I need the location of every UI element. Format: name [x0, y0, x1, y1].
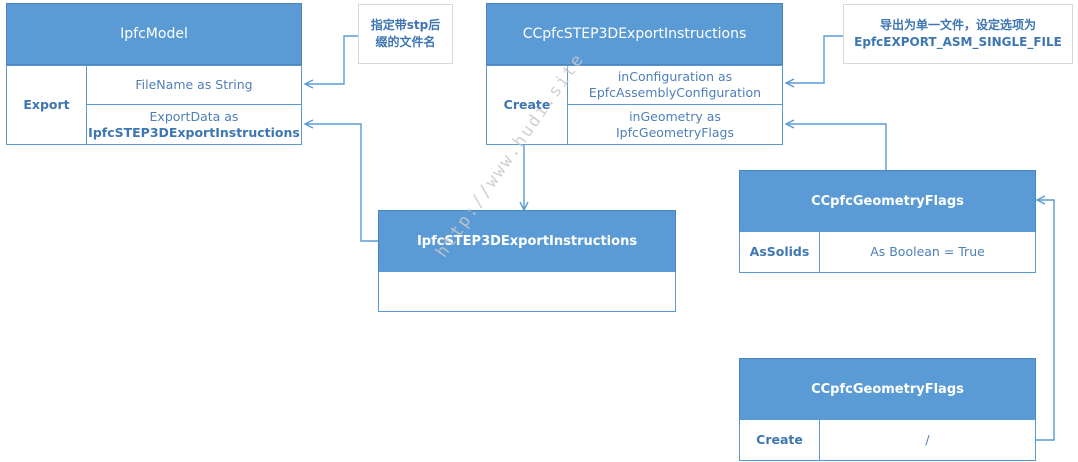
- connector-geomflags-to-ingeometry: [786, 124, 887, 170]
- connector-geomflags2-to-geomflags1: [1035, 200, 1055, 441]
- note-filename-line1: 指定带stp后: [370, 18, 441, 32]
- ipfcmodel-param-filename: FileName as String: [86, 65, 302, 105]
- ipfcmodel-title: IpfcModel: [6, 3, 302, 65]
- exportdata-line2: IpfcSTEP3DExportInstructions: [88, 124, 300, 140]
- geomflags2-value: /: [819, 419, 1036, 461]
- connector-note-right: [786, 35, 843, 83]
- geomflags2-title: CCpfcGeometryFlags: [739, 358, 1036, 420]
- ccpfcstep-param-ingeometry: inGeometry as IpfcGeometryFlags: [567, 104, 783, 145]
- ipfcmodel-method-export: Export: [6, 65, 87, 145]
- ccpfcstep-title: CCpfcSTEP3DExportInstructions: [486, 3, 783, 65]
- connector-note-left: [305, 35, 358, 84]
- inconfiguration-line2: EpfcAssemblyConfiguration: [588, 85, 762, 100]
- geomflags1-label-assolids: AsSolids: [739, 231, 820, 273]
- note-single-file-line1: 导出为单一文件，设定选项为: [879, 18, 1036, 32]
- ingeometry-line2: IpfcGeometryFlags: [616, 124, 734, 140]
- ccpfcstep-param-inconfiguration: inConfiguration as EpfcAssemblyConfigura…: [567, 65, 783, 105]
- ipfcstep-body-empty: [378, 271, 676, 312]
- note-single-file-line2: EpfcEXPORT_ASM_SINGLE_FILE: [854, 35, 1062, 49]
- ipfcstep-title: IpfcSTEP3DExportInstructions: [378, 210, 676, 272]
- inconfiguration-line1: inConfiguration as: [617, 69, 733, 84]
- note-filename: 指定带stp后 缀的文件名: [358, 4, 453, 64]
- ccpfcstep-method-create: Create: [486, 65, 568, 145]
- note-filename-line2: 缀的文件名: [375, 35, 436, 49]
- note-single-file: 导出为单一文件，设定选项为 EpfcEXPORT_ASM_SINGLE_FILE: [843, 4, 1073, 64]
- exportdata-line1: ExportData as: [149, 108, 239, 124]
- ipfcmodel-param-exportdata: ExportData as IpfcSTEP3DExportInstructio…: [86, 104, 302, 145]
- geomflags1-value: As Boolean = True: [819, 231, 1036, 273]
- ingeometry-line1: inGeometry as: [629, 108, 721, 124]
- geomflags1-title: CCpfcGeometryFlags: [739, 170, 1036, 232]
- geomflags2-label-create: Create: [739, 419, 820, 461]
- connector-ipfcstep-to-exportdata: [305, 124, 378, 242]
